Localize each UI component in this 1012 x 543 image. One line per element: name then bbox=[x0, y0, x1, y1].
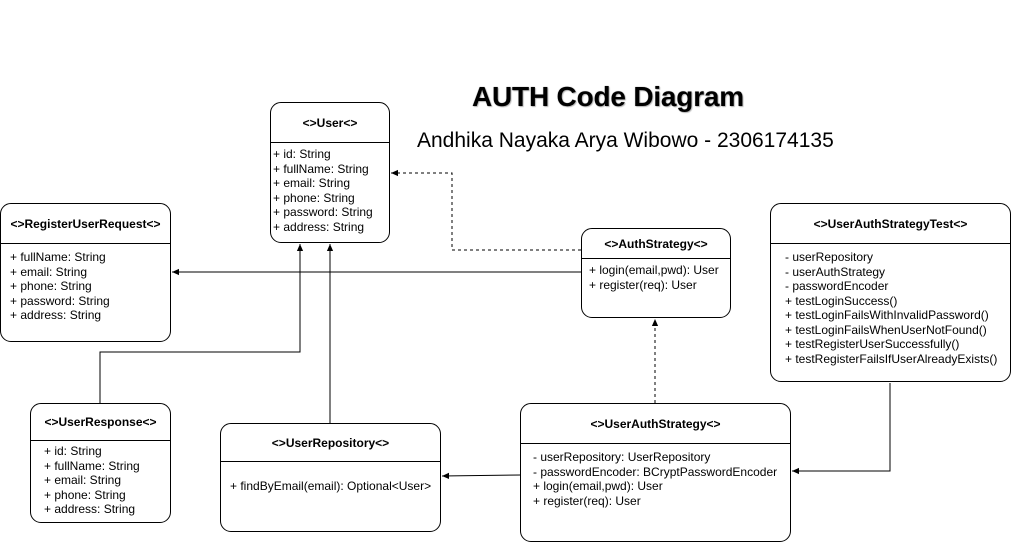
member: + email: String bbox=[44, 473, 122, 487]
member: + email: String bbox=[273, 176, 351, 190]
member: + fullName: String bbox=[273, 161, 369, 176]
class-register-user-request-members: + fullName: String + email: String + pho… bbox=[1, 244, 170, 323]
member: - passwordEncoder bbox=[785, 279, 889, 293]
member: + testLoginSuccess() bbox=[785, 293, 898, 308]
class-user-auth-strategy-test[interactable]: <>UserAuthStrategyTest<> - userRepositor… bbox=[770, 203, 1011, 382]
member: + login(email,pwd): User bbox=[589, 263, 719, 277]
class-user-auth-strategy-test-members: - userRepository - userAuthStrategy - pa… bbox=[771, 244, 1010, 366]
class-user-auth-strategy-members: - userRepository: UserRepository - passw… bbox=[521, 444, 790, 508]
class-user-repository-members: + findByEmail(email): Optional<User> bbox=[221, 462, 440, 494]
class-user-auth-strategy[interactable]: <>UserAuthStrategy<> - userRepository: U… bbox=[520, 403, 791, 542]
member: - userRepository bbox=[785, 250, 874, 264]
member: + address: String bbox=[44, 502, 136, 516]
member: + password: String bbox=[10, 293, 110, 308]
class-register-user-request[interactable]: <>RegisterUserRequest<> + fullName: Stri… bbox=[0, 203, 171, 342]
member: + fullName: String bbox=[44, 458, 140, 473]
class-user-repository-name: <>UserRepository<> bbox=[221, 424, 440, 462]
class-user-response-members: + id: String + fullName: String + email:… bbox=[31, 441, 170, 517]
class-user-auth-strategy-test-name: <>UserAuthStrategyTest<> bbox=[771, 204, 1010, 244]
edge-authstrategy-user bbox=[391, 169, 581, 251]
class-user-response[interactable]: <>UserResponse<> + id: String + fullName… bbox=[30, 403, 171, 523]
class-auth-strategy-name: <>AuthStrategy<> bbox=[582, 229, 730, 259]
member: + testLoginFailsWhenUserNotFound() bbox=[785, 322, 987, 337]
member: + address: String bbox=[10, 308, 102, 322]
member: + findByEmail(email): Optional<User> bbox=[230, 479, 432, 493]
member: + phone: String bbox=[10, 279, 92, 293]
member: + testLoginFailsWithInvalidPassword() bbox=[785, 308, 989, 322]
class-user-repository[interactable]: <>UserRepository<> + findByEmail(email):… bbox=[220, 423, 441, 532]
member: + fullName: String bbox=[10, 250, 106, 264]
diagram-title: AUTH Code Diagram bbox=[472, 81, 744, 112]
member: + email: String bbox=[10, 264, 88, 279]
diagram-subtitle: Andhika Nayaka Arya Wibowo - 2306174135 bbox=[417, 129, 834, 152]
member: + address: String bbox=[273, 219, 365, 234]
member: + id: String bbox=[273, 147, 331, 161]
member: + phone: String bbox=[44, 487, 126, 502]
class-user-members: + id: String + fullName: String + email:… bbox=[271, 143, 389, 234]
class-auth-strategy[interactable]: <>AuthStrategy<> + login(email,pwd): Use… bbox=[581, 228, 731, 318]
member: + id: String bbox=[44, 444, 102, 458]
class-user[interactable]: <>User<> + id: String + fullName: String… bbox=[270, 102, 390, 243]
member: - userAuthStrategy bbox=[785, 264, 886, 279]
member: + register(req): User bbox=[533, 493, 641, 508]
edge-userresponse-user bbox=[99, 244, 304, 403]
member: - userRepository: UserRepository bbox=[533, 450, 711, 464]
class-user-name: <>User<> bbox=[271, 103, 389, 143]
class-register-user-request-name: <>RegisterUserRequest<> bbox=[1, 204, 170, 244]
member: + testRegisterFailsIfUserAlreadyExists() bbox=[785, 351, 998, 366]
edge-userauthstrategytest-userauthstrategy bbox=[792, 383, 891, 475]
edge-userauthstrategy-userrepository bbox=[441, 472, 522, 480]
class-user-auth-strategy-name: <>UserAuthStrategy<> bbox=[521, 404, 790, 444]
member: + register(req): User bbox=[589, 277, 697, 292]
member: - passwordEncoder: BCryptPasswordEncoder bbox=[533, 464, 778, 479]
class-auth-strategy-members: + login(email,pwd): User + register(req)… bbox=[582, 259, 730, 292]
member: + login(email,pwd): User bbox=[533, 479, 663, 493]
class-user-response-name: <>UserResponse<> bbox=[31, 404, 170, 441]
member: + phone: String bbox=[273, 190, 355, 205]
member: + testRegisterUserSuccessfully() bbox=[785, 337, 960, 351]
member: + password: String bbox=[273, 205, 373, 219]
